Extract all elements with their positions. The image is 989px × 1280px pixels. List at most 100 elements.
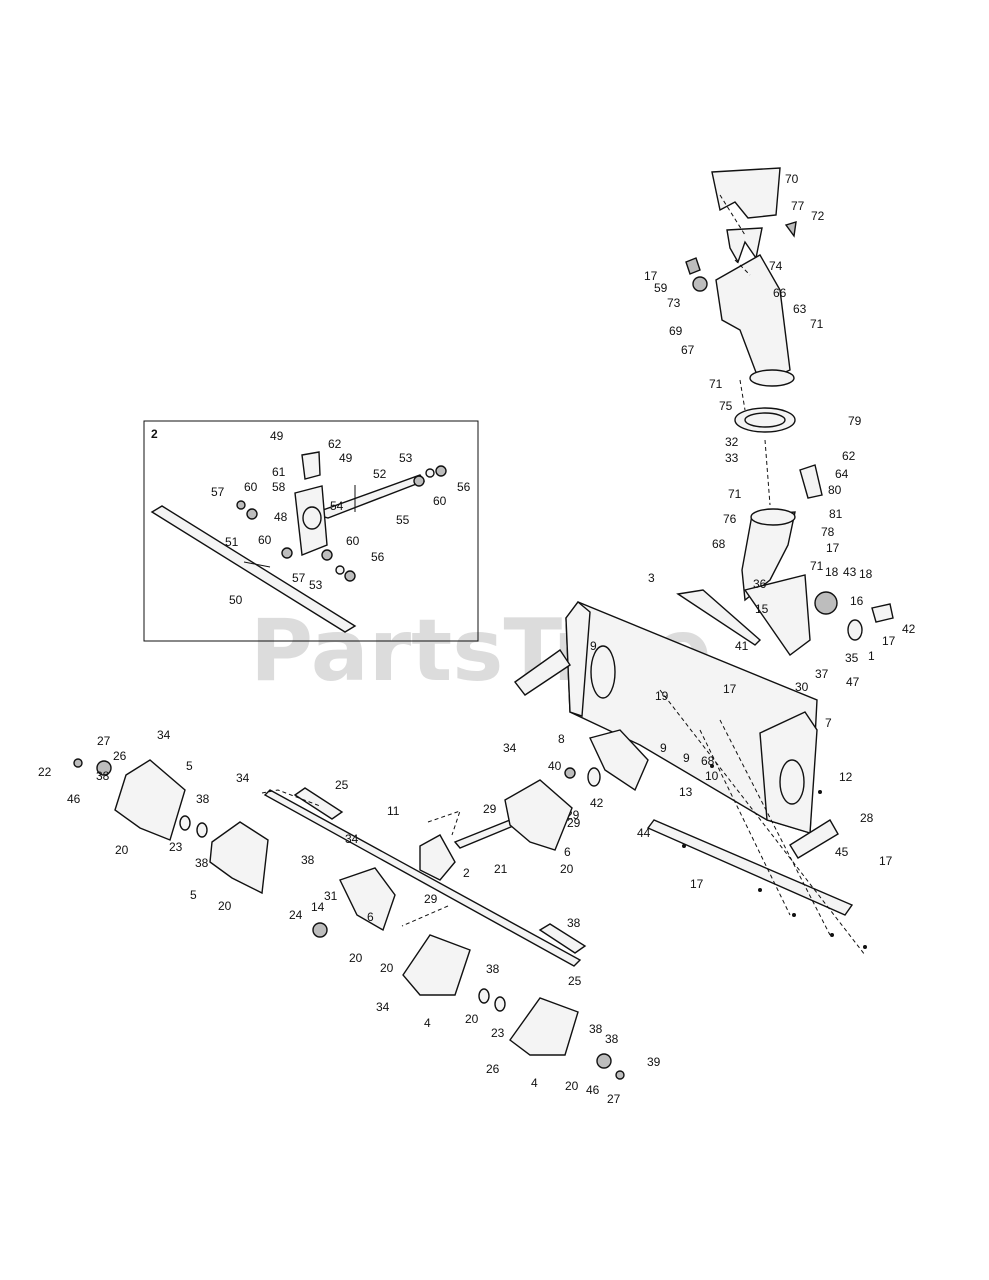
callout-label: 6 xyxy=(367,910,374,924)
chute-deflector xyxy=(711,167,781,219)
callout-label: 38 xyxy=(605,1032,619,1046)
callout-label: 5 xyxy=(186,759,193,773)
callout-label: 52 xyxy=(373,467,387,481)
callout-label: 24 xyxy=(289,908,303,922)
callout-label: 80 xyxy=(828,483,842,497)
washer xyxy=(564,767,576,779)
callout-label: 72 xyxy=(811,209,825,223)
chute-clip xyxy=(784,221,797,238)
callout-label: 66 xyxy=(773,286,787,300)
callout-label: 33 xyxy=(725,451,739,465)
callout-label: 15 xyxy=(755,602,769,616)
callout-label: 9 xyxy=(683,751,690,765)
auger-alignment-lines xyxy=(261,789,461,927)
auger-shaft xyxy=(263,789,582,967)
callout-label: 25 xyxy=(568,974,582,988)
bushing xyxy=(494,996,506,1012)
callout-label: 22 xyxy=(38,765,52,779)
bolt xyxy=(830,933,834,937)
inset-frame xyxy=(143,420,479,642)
housing-left-side xyxy=(565,600,591,717)
callout-label: 9 xyxy=(660,741,667,755)
chute-mount xyxy=(743,574,811,656)
chute-gear xyxy=(814,591,838,615)
inset-shaft xyxy=(150,505,357,633)
callout-label: 8 xyxy=(558,732,565,746)
callout-label: 28 xyxy=(860,811,874,825)
auger-spacer xyxy=(538,923,587,954)
callout-label: 34 xyxy=(503,741,517,755)
callout-label: 17 xyxy=(690,877,704,891)
callout-label: 48 xyxy=(274,510,288,524)
callout-label: 42 xyxy=(590,796,604,810)
auger-flight xyxy=(402,934,471,996)
callout-label: 38 xyxy=(96,769,110,783)
inset-gear xyxy=(302,506,322,530)
callout-label: 20 xyxy=(380,961,394,975)
callout-label: 55 xyxy=(396,513,410,527)
callout-label: 78 xyxy=(821,525,835,539)
callout-label: 20 xyxy=(349,951,363,965)
callout-label: 26 xyxy=(113,749,127,763)
callout-label: 71 xyxy=(709,377,723,391)
callout-label: 38 xyxy=(486,962,500,976)
callout-label: 23 xyxy=(491,1026,505,1040)
callout-label: 7 xyxy=(825,716,832,730)
bolt xyxy=(863,945,867,949)
callout-label: 19 xyxy=(655,689,669,703)
callout-label: 53 xyxy=(399,451,413,465)
callout-label: 56 xyxy=(457,480,471,494)
bolt xyxy=(818,790,822,794)
inset-washer xyxy=(236,500,246,510)
callout-label: 34 xyxy=(157,728,171,742)
callout-label: 38 xyxy=(567,916,581,930)
callout-label: 38 xyxy=(195,856,209,870)
callout-label: 21 xyxy=(494,862,508,876)
callout-label: 34 xyxy=(376,1000,390,1014)
callout-label: 10 xyxy=(705,769,719,783)
callout-label: 38 xyxy=(301,853,315,867)
callout-label: 60 xyxy=(433,494,447,508)
callout-label: 81 xyxy=(829,507,843,521)
auger-gearbox xyxy=(419,834,456,881)
housing-opening xyxy=(779,759,805,805)
inset-ring xyxy=(425,468,435,478)
callout-label: 43 xyxy=(843,565,857,579)
callout-label: 73 xyxy=(667,296,681,310)
callout-label: 38 xyxy=(196,792,210,806)
callout-label: 36 xyxy=(753,577,767,591)
callout-label: 12 xyxy=(839,770,853,784)
callout-label: 50 xyxy=(229,593,243,607)
callout-label: 23 xyxy=(169,840,183,854)
callout-label: 56 xyxy=(371,550,385,564)
bushing xyxy=(478,988,490,1004)
auger-flight xyxy=(114,759,186,841)
washer xyxy=(615,1070,625,1080)
callout-label: 46 xyxy=(67,792,81,806)
callout-label: 30 xyxy=(795,680,809,694)
callout-label: 75 xyxy=(719,399,733,413)
callout-label: 42 xyxy=(902,622,916,636)
inset-washer xyxy=(435,465,447,477)
callout-label: 63 xyxy=(793,302,807,316)
inset-bearing xyxy=(246,508,258,520)
callout-label: 17 xyxy=(826,541,840,555)
callout-label: 49 xyxy=(339,451,353,465)
callout-label: 77 xyxy=(791,199,805,213)
inset-bracket xyxy=(301,451,321,480)
chute-bushing xyxy=(847,619,863,641)
callout-label: 68 xyxy=(712,537,726,551)
callout-label: 11 xyxy=(387,804,400,818)
auger-flight xyxy=(509,997,579,1056)
callout-label: 29 xyxy=(483,802,497,816)
callout-label: 20 xyxy=(218,899,232,913)
callout-label: 16 xyxy=(850,594,864,608)
callout-label: 70 xyxy=(785,172,799,186)
bushing xyxy=(179,815,191,831)
lower-chute xyxy=(741,511,796,602)
callout-label: 60 xyxy=(244,480,258,494)
inset-key xyxy=(243,561,271,568)
callout-label: 4 xyxy=(531,1076,538,1090)
callout-label: 74 xyxy=(769,259,783,273)
callout-label: 3 xyxy=(648,571,655,585)
